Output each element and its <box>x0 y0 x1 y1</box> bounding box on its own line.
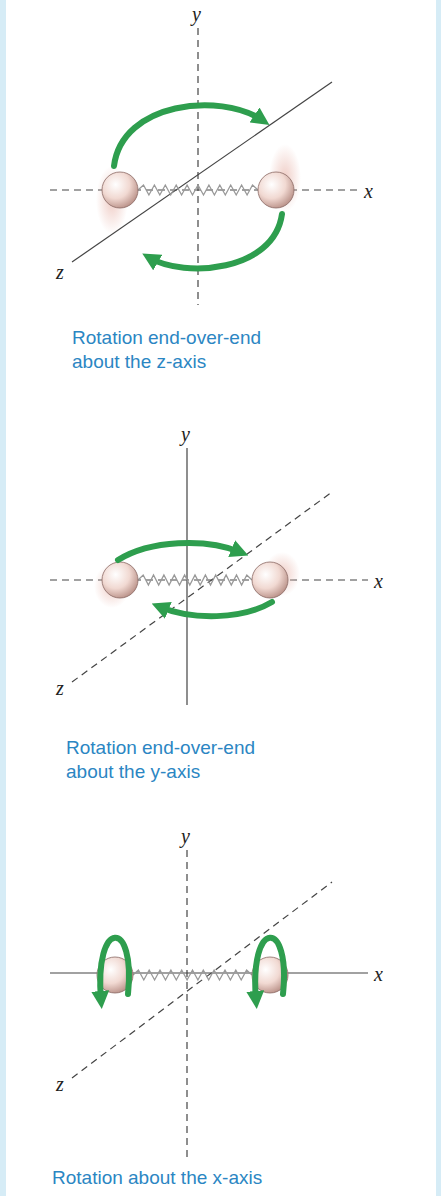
caption-text: Rotation end-over-end about the y-axis <box>66 736 294 784</box>
axis-label: y <box>192 4 201 24</box>
spring-coil <box>133 970 252 980</box>
page-panel <box>6 0 436 1196</box>
axis-label: y <box>181 826 190 846</box>
axis-label: z <box>56 1074 64 1094</box>
caption-text: Rotation end-over-end about the z-axis <box>72 326 300 374</box>
axis-label: z <box>56 678 64 698</box>
spring-coil <box>138 185 258 195</box>
axis-label: x <box>374 571 383 591</box>
caption-text: Rotation about the x-axis <box>52 1166 262 1190</box>
spring-coil <box>138 575 252 585</box>
axis-label: x <box>374 964 383 984</box>
axis-label: y <box>181 424 190 444</box>
axis-label: x <box>364 181 373 201</box>
axis-label: z <box>56 262 64 282</box>
